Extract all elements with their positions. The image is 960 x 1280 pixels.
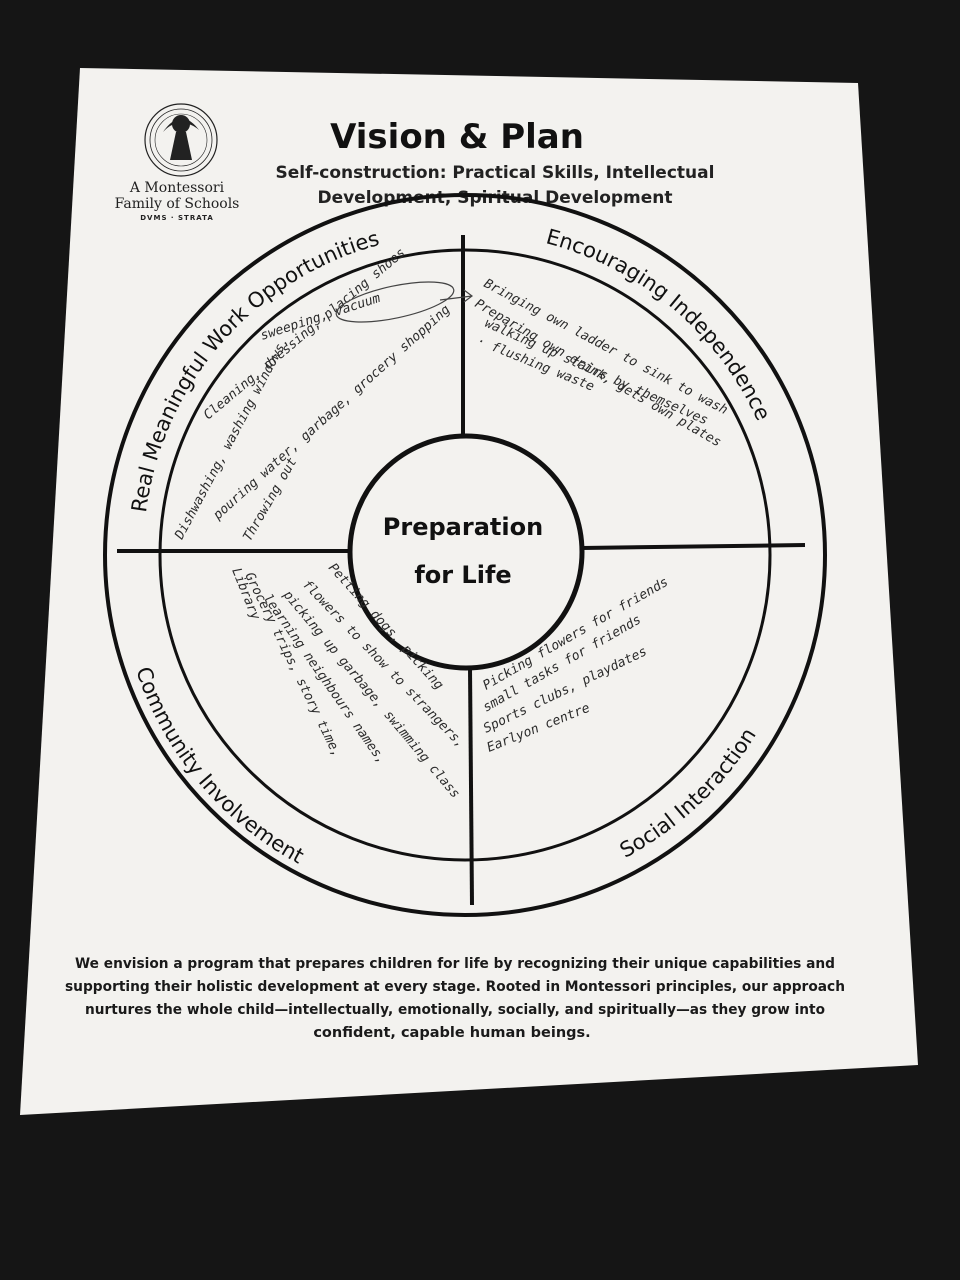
page-title: Vision & Plan — [330, 117, 584, 157]
page-subtitle-line-1: Self-construction: Practical Skills, Int… — [276, 163, 715, 183]
logo-line-3: DVMS · STRATA — [140, 214, 214, 222]
vision-statement-line-3: nurtures the whole child—intellectually,… — [85, 1002, 825, 1018]
vision-statement-line-2: supporting their holistic development at… — [65, 979, 845, 995]
vision-statement-line-1: We envision a program that prepares chil… — [75, 956, 835, 972]
logo-line-2: Family of Schools — [115, 196, 240, 212]
logo-line-1: A Montessori — [129, 180, 225, 196]
vision-statement-line-4: confident, capable human beings. — [313, 1025, 590, 1041]
center-label-line-1: Preparation — [383, 513, 543, 541]
divider-bottom — [470, 668, 472, 905]
center-label-line-2: for Life — [414, 561, 511, 589]
